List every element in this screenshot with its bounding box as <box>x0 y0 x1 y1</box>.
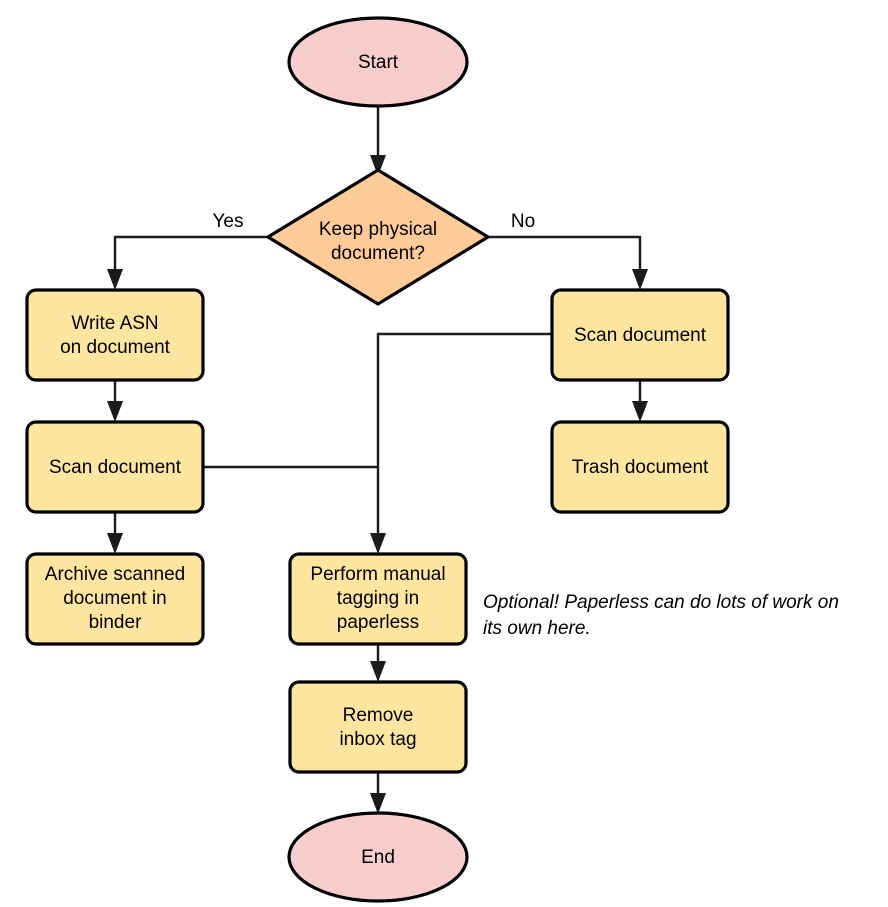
archive-label-line2: document in <box>63 588 167 609</box>
connector-decision-no-to-scan-right <box>488 235 648 290</box>
trash-document-label: Trash document <box>572 457 709 478</box>
node-scan-document-left[interactable]: Scan document <box>25 420 205 514</box>
edge-label-yes: Yes <box>213 211 244 232</box>
remove-inbox-label-line2: inbox tag <box>339 729 416 750</box>
tagging-label-line1: Perform manual <box>310 564 445 585</box>
node-remove-inbox-tag[interactable]: Remove inbox tag <box>288 680 468 774</box>
connector-tagging-to-remove-inbox <box>370 644 386 682</box>
node-perform-manual-tagging[interactable]: Perform manual tagging in paperless <box>288 552 468 646</box>
tagging-box-shape <box>288 552 468 646</box>
archive-box-shape <box>25 552 205 646</box>
scan-document-left-label: Scan document <box>49 457 182 478</box>
scan-document-right-box-shape <box>550 288 730 382</box>
scan-document-left-box-shape <box>25 420 205 514</box>
edge-label-no: No <box>511 211 535 232</box>
tagging-label-line3: paperless <box>337 612 419 633</box>
end-label: End <box>361 847 395 868</box>
node-decision-keep-physical-document[interactable]: Keep physical document? <box>266 168 490 306</box>
decision-label-line2: document? <box>331 243 425 264</box>
annotation-line1: Optional! Paperless can do lots of work … <box>483 592 839 613</box>
connector-scan-right-to-trash <box>632 380 648 422</box>
node-trash-document[interactable]: Trash document <box>550 420 730 514</box>
scan-document-right-label: Scan document <box>574 325 707 346</box>
write-asn-label-line2: on document <box>60 337 171 358</box>
node-start[interactable]: Start <box>287 16 469 108</box>
connector-write-asn-to-scan-left <box>107 380 123 422</box>
write-asn-box-shape <box>25 288 205 382</box>
decision-label-line1: Keep physical <box>319 219 437 240</box>
node-write-asn-on-document[interactable]: Write ASN on document <box>25 288 205 382</box>
annotation-line2: its own here. <box>483 618 591 639</box>
connector-scan-left-to-archive <box>107 512 123 554</box>
start-ellipse-shape <box>287 16 469 108</box>
decision-diamond-shape <box>266 168 490 306</box>
connector-scan-right-to-tagging <box>370 332 552 554</box>
connector-remove-inbox-to-end <box>370 772 386 814</box>
end-ellipse-shape <box>287 811 469 903</box>
node-archive-scanned-document[interactable]: Archive scanned document in binder <box>25 552 205 646</box>
annotation-optional-note: Optional! Paperless can do lots of work … <box>483 592 839 639</box>
archive-label-line1: Archive scanned <box>45 564 185 585</box>
node-end[interactable]: End <box>287 811 469 903</box>
tagging-label-line2: tagging in <box>337 588 419 609</box>
write-asn-label-line1: Write ASN <box>71 313 158 334</box>
node-scan-document-right[interactable]: Scan document <box>550 288 730 382</box>
connector-decision-yes-to-write-asn <box>107 235 268 290</box>
trash-document-box-shape <box>550 420 730 514</box>
remove-inbox-label-line1: Remove <box>343 705 414 726</box>
archive-label-line3: binder <box>89 612 142 633</box>
start-label: Start <box>358 52 399 73</box>
connector-start-to-decision <box>370 102 386 176</box>
remove-inbox-box-shape <box>288 680 468 774</box>
